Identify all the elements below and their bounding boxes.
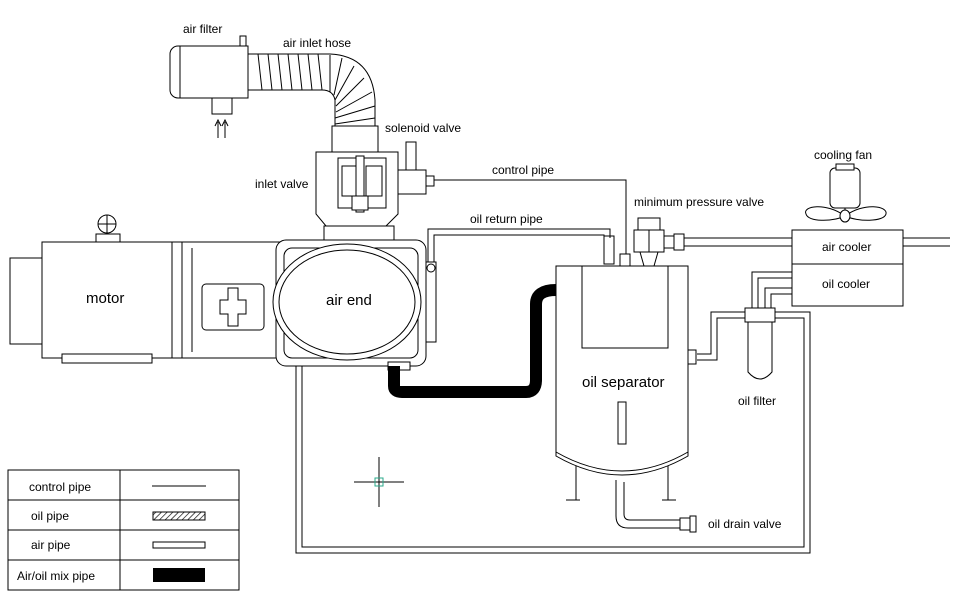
oil-drain-pipe [615,480,697,533]
crosshair-cursor-icon [354,457,404,507]
air-inlet-hose [247,53,376,129]
label-oil-drain-valve: oil drain valve [708,517,782,531]
label-oil-cooler: oil cooler [822,277,870,291]
legend-swatch-oil-pipe [152,511,206,521]
inlet-valve [315,125,399,241]
minimum-pressure-valve [633,217,685,267]
legend-label-air-pipe: air pipe [31,538,71,552]
label-solenoid-valve: solenoid valve [385,121,461,135]
legend-label-control-pipe: control pipe [29,480,91,494]
legend: control pipe oil pipe air pipe Air/oil m… [7,469,240,591]
label-air-end: air end [326,292,372,309]
label-air-filter: air filter [183,22,222,36]
oil-filter [744,307,776,380]
oil-return-pipe [427,228,611,262]
legend-label-oil-pipe: oil pipe [31,509,69,523]
oil-separator [555,235,697,501]
control-pipe [434,179,627,254]
legend-label-air-oil-mix-pipe: Air/oil mix pipe [17,569,95,583]
diagram-labels: air filter air inlet hose solenoid valve… [86,22,872,531]
cooler-unit [791,229,904,307]
cooling-fan [805,163,887,223]
label-oil-return-pipe: oil return pipe [470,212,543,226]
label-minimum-pressure-valve: minimum pressure valve [634,195,764,209]
air-oil-mix-pipe [388,284,557,398]
label-oil-filter: oil filter [738,394,776,408]
legend-swatch-air-pipe [152,541,206,549]
legend-swatch-air-oil-mix-pipe [153,568,205,582]
air-pipe [684,237,950,247]
label-air-cooler: air cooler [822,240,871,254]
label-inlet-valve: inlet valve [255,177,309,191]
motor [9,214,287,364]
label-cooling-fan: cooling fan [814,148,872,162]
oil-circuit-pipe [295,271,811,554]
label-motor: motor [86,290,124,307]
solenoid-valve [397,141,435,195]
label-control-pipe: control pipe [492,163,554,177]
label-oil-separator: oil separator [582,374,665,391]
label-air-inlet-hose: air inlet hose [283,36,351,50]
air-end [272,239,437,371]
air-filter [169,35,249,138]
